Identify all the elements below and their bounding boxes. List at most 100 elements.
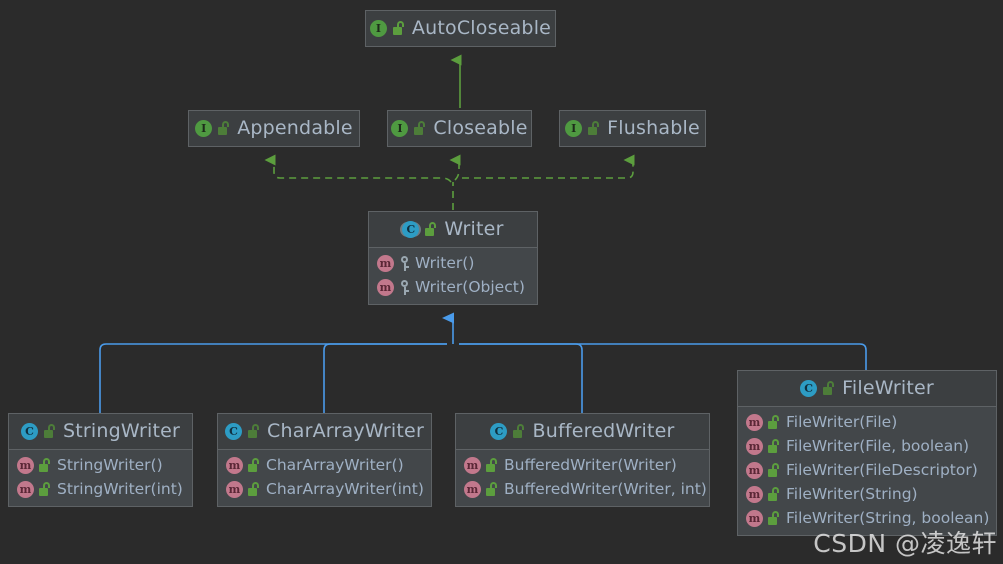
method-icon: m [226, 480, 243, 498]
uml-member-row[interactable]: m BufferedWriter(Writer) [456, 453, 709, 477]
uml-node-header: I AutoCloseable [366, 11, 555, 46]
uml-node-header: C FileWriter [738, 371, 996, 407]
unlock-icon [486, 457, 499, 473]
interface-icon: I [565, 119, 583, 137]
uml-member-label: FileWriter(String, boolean) [786, 509, 990, 527]
uml-member-label: CharArrayWriter(int) [266, 480, 424, 498]
unlock-icon [513, 423, 526, 439]
uml-member-label: FileWriter(File) [786, 413, 898, 431]
uml-member-row[interactable]: m BufferedWriter(Writer, int) [456, 477, 709, 501]
unlock-icon [768, 414, 781, 430]
uml-node-title: Closeable [433, 117, 528, 139]
key-icon [399, 279, 410, 295]
uml-member-row[interactable]: m CharArrayWriter(int) [218, 477, 431, 501]
uml-member-list: m BufferedWriter(Writer) m BufferedWrite… [456, 450, 709, 506]
uml-member-row[interactable]: m FileWriter(File) [738, 410, 996, 434]
uml-node-header: I Appendable [189, 111, 359, 146]
uml-member-row[interactable]: m FileWriter(File, boolean) [738, 434, 996, 458]
method-icon: m [746, 485, 763, 503]
uml-node-header: C CharArrayWriter [218, 414, 431, 450]
uml-member-list: m Writer() m Writer(Object) [369, 248, 537, 304]
unlock-icon [588, 120, 601, 136]
uml-node-filewriter[interactable]: C FileWriter m FileWriter(File) m FileWr… [737, 370, 997, 536]
uml-member-list: m FileWriter(File) m FileWriter(File, bo… [738, 407, 996, 535]
uml-member-row[interactable]: m StringWriter(int) [9, 477, 192, 501]
interface-icon: I [195, 119, 213, 137]
uml-member-row[interactable]: m StringWriter() [9, 453, 192, 477]
uml-node-header: C Writer [369, 212, 537, 248]
key-icon [399, 255, 410, 271]
uml-node-bufferedwriter[interactable]: C BufferedWriter m BufferedWriter(Writer… [455, 413, 710, 507]
unlock-icon [39, 481, 52, 497]
unlock-icon [392, 20, 406, 36]
uml-node-title: Flushable [607, 117, 700, 139]
unlock-icon [248, 423, 261, 439]
uml-node-title: CharArrayWriter [267, 420, 424, 442]
method-icon: m [17, 480, 34, 498]
unlock-icon [486, 481, 499, 497]
uml-member-list: m CharArrayWriter() m CharArrayWriter(in… [218, 450, 431, 506]
uml-member-label: StringWriter() [57, 456, 163, 474]
unlock-icon [768, 486, 781, 502]
uml-member-label: BufferedWriter(Writer, int) [504, 480, 707, 498]
unlock-icon [39, 457, 52, 473]
uml-node-title: Appendable [237, 117, 353, 139]
interface-icon: I [369, 19, 387, 37]
uml-node-title: StringWriter [62, 420, 181, 442]
uml-node-header: C BufferedWriter [456, 414, 709, 450]
uml-node-title: AutoCloseable [411, 17, 552, 39]
uml-member-label: FileWriter(FileDescriptor) [786, 461, 978, 479]
unlock-icon [768, 438, 781, 454]
class-icon: C [225, 422, 243, 440]
edge-writer-implements-group [264, 154, 635, 210]
uml-member-label: Writer() [415, 254, 475, 272]
unlock-icon [425, 221, 438, 237]
interface-icon: I [391, 119, 409, 137]
uml-node-stringwriter[interactable]: C StringWriter m StringWriter() m String… [8, 413, 193, 507]
class-icon: C [800, 379, 818, 397]
unlock-icon [823, 380, 836, 396]
unlock-icon [218, 120, 231, 136]
uml-member-row[interactable]: m FileWriter(FileDescriptor) [738, 458, 996, 482]
method-icon: m [464, 480, 481, 498]
uml-member-row[interactable]: m Writer() [369, 251, 537, 275]
uml-node-flushable[interactable]: I Flushable [559, 110, 706, 147]
uml-member-label: StringWriter(int) [57, 480, 183, 498]
uml-node-header: I Flushable [560, 111, 705, 146]
uml-node-writer[interactable]: C Writer m Writer() m Writer(Object) [368, 211, 538, 305]
uml-member-label: Writer(Object) [415, 278, 525, 296]
abstract-class-icon: C [402, 220, 420, 238]
uml-member-label: FileWriter(File, boolean) [786, 437, 970, 455]
uml-node-autocloseable[interactable]: I AutoCloseable [365, 10, 556, 47]
uml-node-title: BufferedWriter [532, 420, 675, 442]
uml-member-row[interactable]: m CharArrayWriter() [218, 453, 431, 477]
uml-node-chararraywriter[interactable]: C CharArrayWriter m CharArrayWriter() m … [217, 413, 432, 507]
uml-node-header: C StringWriter [9, 414, 192, 450]
uml-node-title: Writer [444, 218, 504, 240]
unlock-icon [43, 423, 57, 439]
method-icon: m [377, 254, 394, 272]
uml-member-label: BufferedWriter(Writer) [504, 456, 677, 474]
method-icon: m [746, 509, 763, 527]
uml-member-row[interactable]: m FileWriter(String, boolean) [738, 506, 996, 530]
uml-node-header: I Closeable [388, 111, 531, 146]
uml-member-list: m StringWriter() m StringWriter(int) [9, 450, 192, 506]
method-icon: m [746, 413, 763, 431]
unlock-icon [248, 481, 261, 497]
method-icon: m [746, 461, 763, 479]
uml-node-appendable[interactable]: I Appendable [188, 110, 360, 147]
uml-member-row[interactable]: m Writer(Object) [369, 275, 537, 299]
class-icon: C [490, 422, 508, 440]
uml-member-row[interactable]: m FileWriter(String) [738, 482, 996, 506]
unlock-icon [768, 462, 781, 478]
unlock-icon [248, 457, 261, 473]
uml-node-title: FileWriter [842, 377, 934, 399]
unlock-icon [414, 120, 427, 136]
uml-member-label: FileWriter(String) [786, 485, 918, 503]
method-icon: m [377, 278, 394, 296]
method-icon: m [226, 456, 243, 474]
class-icon: C [20, 422, 38, 440]
uml-node-closeable[interactable]: I Closeable [387, 110, 532, 147]
method-icon: m [746, 437, 763, 455]
